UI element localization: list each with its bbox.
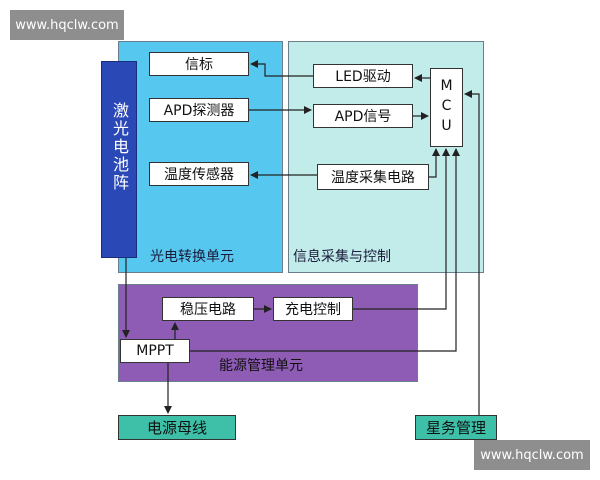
power-bus-box: 电源母线 bbox=[118, 415, 236, 440]
arrow-satmgmt-to-mcu bbox=[464, 90, 480, 415]
charge-control-box: 充电控制 bbox=[273, 297, 353, 321]
arrow-led-to-beacon bbox=[250, 60, 313, 77]
arrow-charge-to-mcu bbox=[353, 148, 450, 310]
temp-sensor-box: 温度传感器 bbox=[149, 162, 249, 186]
temp-acquisition-circuit-box: 温度采集电路 bbox=[317, 164, 429, 190]
arrow-temp-circuit-to-mcu bbox=[429, 148, 440, 178]
mppt-box: MPPT bbox=[120, 339, 190, 363]
watermark-bottom: www.hqclw.com bbox=[474, 440, 590, 470]
energy-management-label: 能源管理单元 bbox=[219, 358, 303, 374]
apd-detector-box: APD探测器 bbox=[149, 98, 249, 122]
beacon-box: 信标 bbox=[149, 52, 249, 76]
arrow-mppt-to-mcu bbox=[190, 148, 460, 352]
led-driver-box: LED驱动 bbox=[313, 64, 413, 88]
satellite-management-box: 星务管理 bbox=[415, 415, 497, 440]
photoelectric-conversion-region bbox=[118, 41, 283, 273]
mcu-box: MCU bbox=[430, 68, 463, 147]
mcu-label: MCU bbox=[438, 77, 455, 138]
voltage-regulator-box: 稳压电路 bbox=[162, 297, 254, 321]
laser-cell-array-label: 激光电池阵 bbox=[110, 102, 129, 192]
laser-cell-array: 激光电池阵 bbox=[101, 61, 137, 258]
photoelectric-conversion-label: 光电转换单元 bbox=[150, 249, 234, 265]
watermark-top: www.hqclw.com bbox=[10, 10, 124, 40]
apd-signal-box: APD信号 bbox=[313, 104, 413, 128]
info-acquisition-control-label: 信息采集与控制 bbox=[293, 249, 391, 265]
